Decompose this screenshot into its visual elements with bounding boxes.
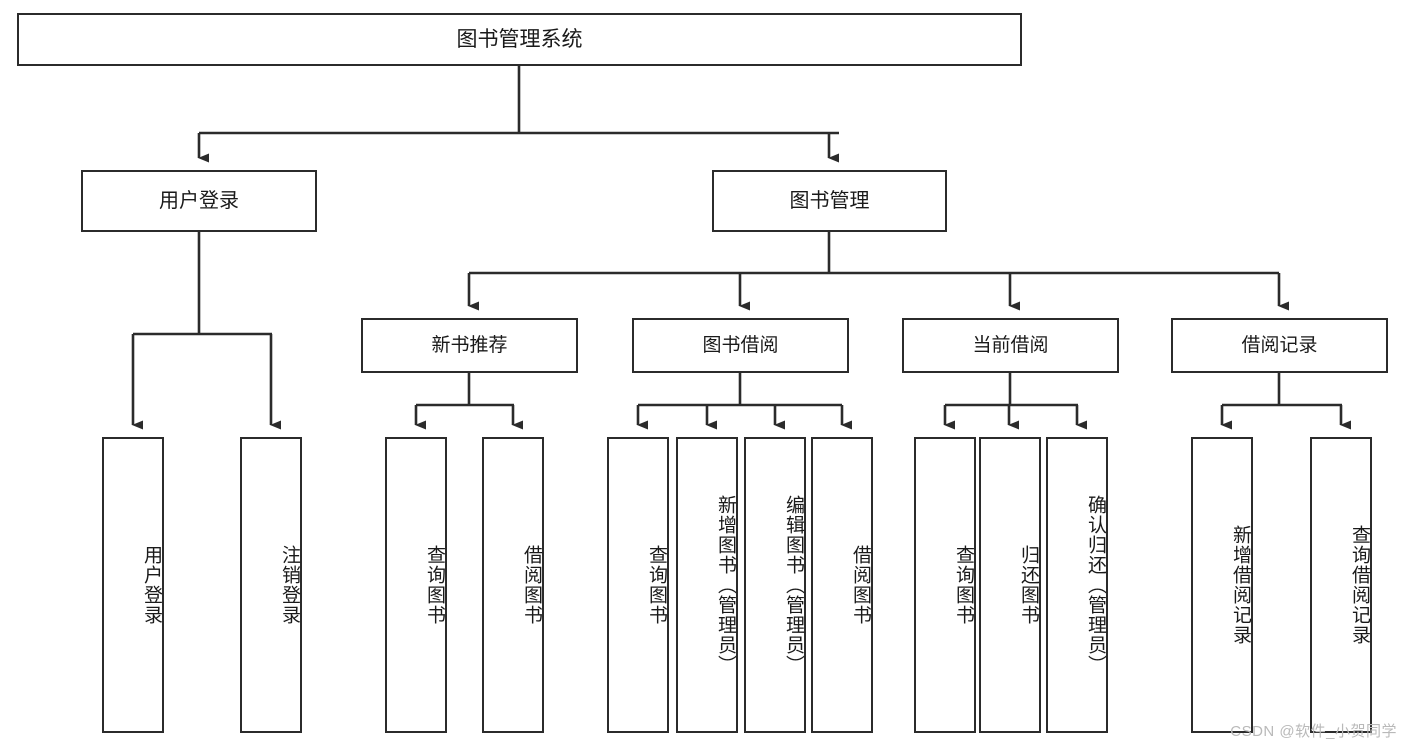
node-label: 用户登录 [141,545,162,625]
node-current-borrow[interactable]: 当前借阅 [902,318,1119,373]
leaf-borrow-record-add-record[interactable]: 新增借阅记录 [1191,437,1253,733]
leaf-current-borrow-return-book[interactable]: 归还图书 [979,437,1041,733]
node-label: 查询图书 [646,545,667,625]
node-label: 注销登录 [279,545,300,625]
node-label: 用户登录 [159,189,239,212]
leaf-book-borrow-edit-book[interactable]: 编辑图书（管理员） [744,437,806,733]
leaf-current-borrow-query-book[interactable]: 查询图书 [914,437,976,733]
node-label: 图书管理 [789,189,870,212]
leaf-book-borrow-query-book[interactable]: 查询图书 [607,437,669,733]
leaf-book-borrow-add-book[interactable]: 新增图书（管理员） [676,437,738,733]
leaf-new-book-borrow-book[interactable]: 借阅图书 [482,437,544,733]
node-label: 借阅记录 [1241,334,1318,356]
node-label: 当前借阅 [972,334,1049,356]
leaf-user-login-logout[interactable]: 注销登录 [240,437,302,733]
node-new-book-recommend[interactable]: 新书推荐 [361,318,578,373]
leaf-current-borrow-confirm-return[interactable]: 确认归还（管理员） [1046,437,1108,733]
node-label: 新增图书（管理员） [715,495,736,675]
node-book-borrow[interactable]: 图书借阅 [632,318,849,373]
node-label: 编辑图书（管理员） [783,495,804,675]
csdn-watermark: CSDN @软件_小贺同学 [1230,723,1397,740]
node-label: 图书借阅 [702,334,779,356]
node-label: 新增借阅记录 [1230,525,1251,645]
leaf-new-book-query-book[interactable]: 查询图书 [385,437,447,733]
node-root-system[interactable]: 图书管理系统 [17,13,1022,66]
node-borrow-record[interactable]: 借阅记录 [1171,318,1388,373]
node-label: 确认归还（管理员） [1085,495,1106,675]
leaf-user-login-login[interactable]: 用户登录 [102,437,164,733]
node-user-login[interactable]: 用户登录 [81,170,317,232]
node-label: 新书推荐 [431,334,508,356]
node-book-management[interactable]: 图书管理 [712,170,947,232]
node-label: 查询图书 [424,545,445,625]
node-label: 查询图书 [953,545,974,625]
node-label: 图书管理系统 [456,27,583,51]
node-label: 归还图书 [1018,545,1039,625]
leaf-book-borrow-borrow-book[interactable]: 借阅图书 [811,437,873,733]
leaf-borrow-record-query-record[interactable]: 查询借阅记录 [1310,437,1372,733]
node-label: 查询借阅记录 [1349,525,1370,645]
node-label: 借阅图书 [521,545,542,625]
node-label: 借阅图书 [850,545,871,625]
